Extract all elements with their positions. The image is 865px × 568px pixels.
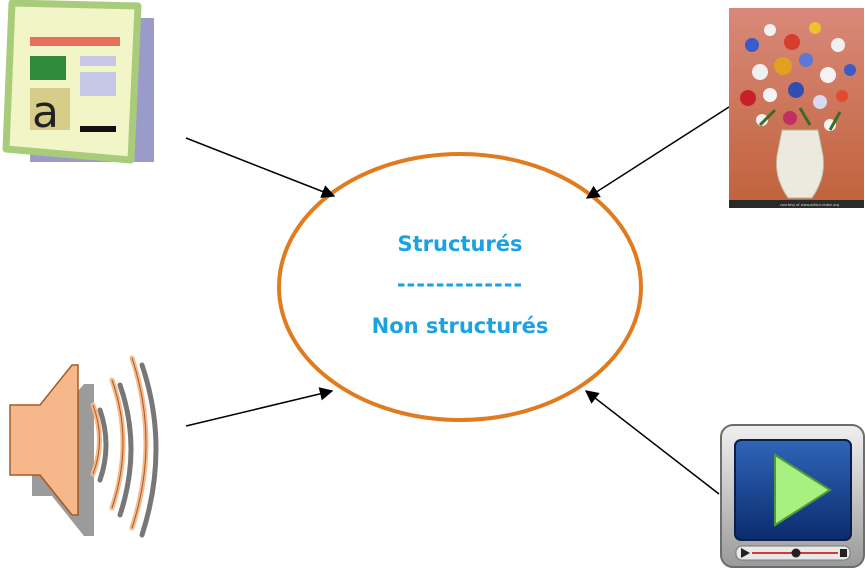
arrow-from-document [185,137,336,198]
center-ellipse [277,152,643,422]
text-document-icon: a [2,0,154,164]
flower-painting-image-icon: courtesy of www.odilon-redon.org [729,8,864,208]
svg-text:a: a [32,87,59,138]
arrow-from-video [584,390,720,495]
separator-dashes: ------------- [396,272,524,296]
label-structured: Structurés [397,232,523,256]
label-unstructured: Non structurés [371,314,549,338]
image-caption: courtesy of www.odilon-redon.org [780,203,839,207]
arrow-from-image [585,106,730,199]
speaker-audio-icon [9,355,159,538]
arrow-from-audio [185,387,334,427]
video-player-icon [720,424,865,568]
